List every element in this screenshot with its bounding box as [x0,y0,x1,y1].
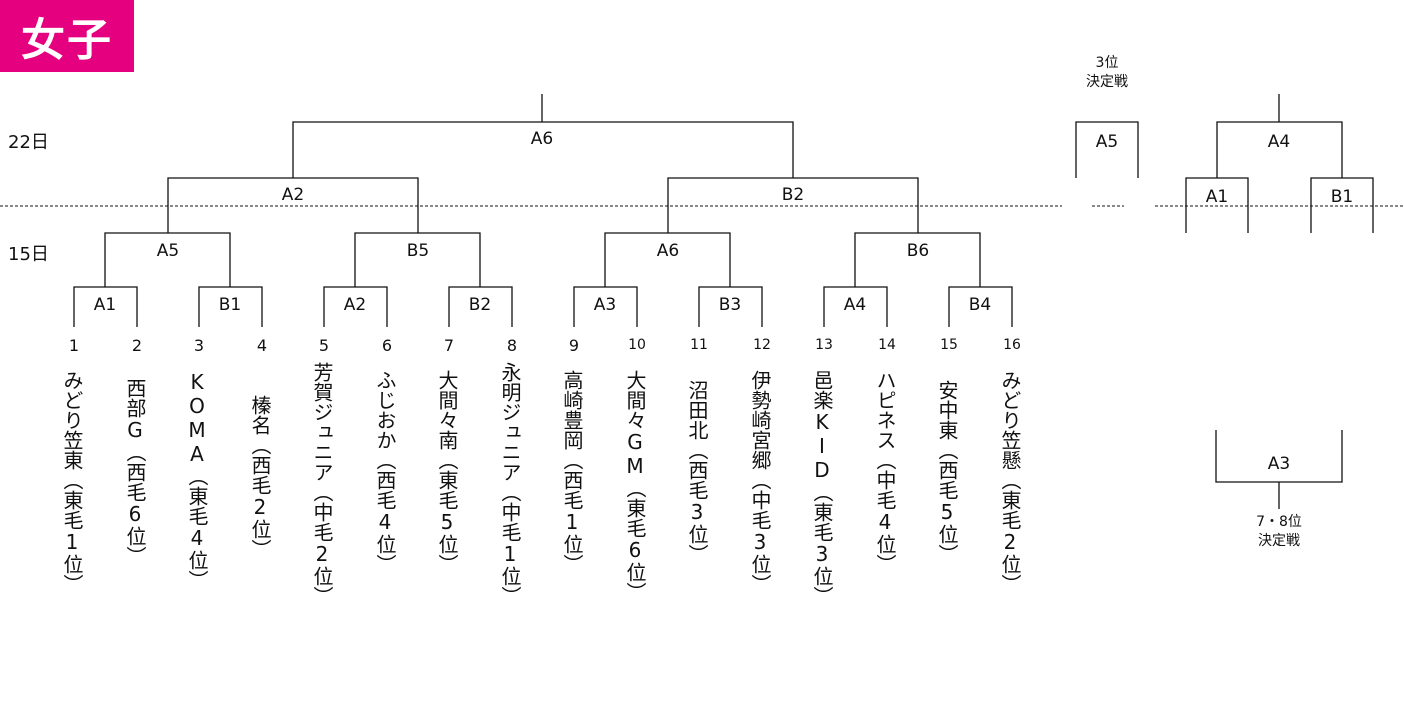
seed-number: 2 [131,336,143,355]
bracket-line [1075,121,1139,178]
seed-number: 15 [940,337,958,353]
match-consolation-semi-2: B1 [1330,187,1354,207]
match-r1-6: B3 [718,295,742,315]
match-r1-4: B2 [468,295,492,315]
seed-number: 7 [443,336,455,355]
seed-number: 11 [690,337,708,353]
match-r1-8: B4 [968,295,992,315]
seed-number: 16 [1003,337,1021,353]
team-name: みどり笠東（東毛1位） [60,370,84,594]
team-name: 永明ジュニア（中毛1位） [498,362,522,606]
team-name: KOMA（東毛4位） [185,370,209,590]
seed-number: 13 [815,337,833,353]
team-name: 大間々GM（東毛6位） [623,370,647,602]
match-quarter-3: A6 [656,241,680,261]
team-name: 伊勢崎宮郷（中毛3位） [748,370,772,594]
match-quarter-2: B5 [406,241,430,261]
seed-number: 10 [628,337,646,353]
third-place-note-line1: 3位 [1095,55,1119,71]
team-name: 邑楽KID（東毛3位） [810,370,834,606]
seed-number: 8 [506,336,518,355]
title-badge: 女子 [0,0,134,72]
match-quarter-4: B6 [906,241,930,261]
match-semi-left: A2 [281,185,305,205]
match-consolation-final: A4 [1267,132,1291,152]
seventh-place-note: 7・8位 決定戦 [1256,513,1302,551]
match-seventh-place: A3 [1267,454,1291,474]
seventh-place-note-line1: 7・8位 [1256,514,1302,530]
bracket-line [292,121,794,178]
seventh-place-note-line2: 決定戦 [1257,533,1300,549]
team-name: 榛名（西毛2位） [248,395,272,559]
team-name: 西部G（西毛6位） [123,378,147,566]
seed-number: 12 [753,337,771,353]
seed-number: 5 [318,336,330,355]
team-name: ふじおか（西毛4位） [373,370,397,574]
day-label-15: 15日 [8,244,49,265]
match-quarter-1: A5 [156,241,180,261]
match-r1-5: A3 [593,295,617,315]
team-name: 大間々南（東毛5位） [435,370,459,574]
seed-number: 9 [568,336,580,355]
match-final: A6 [530,129,554,149]
seed-number: 1 [68,336,80,355]
match-consolation-semi-1: A1 [1205,187,1229,207]
team-name: 安中東（西毛5位） [935,380,959,564]
team-name: 芳賀ジュニア（中毛2位） [310,362,334,606]
third-place-note: 3位 決定戦 [1086,54,1128,92]
day-label-22: 22日 [8,132,49,153]
match-r1-3: A2 [343,295,367,315]
match-third-place: A5 [1095,132,1119,152]
match-semi-right: B2 [781,185,805,205]
match-r1-2: B1 [218,295,242,315]
third-place-note-line2: 決定戦 [1086,74,1128,90]
team-name: 沼田北（西毛3位） [685,380,709,564]
page-title: 女子 [21,15,113,66]
seed-number: 3 [193,336,205,355]
team-name: 高崎豊岡（西毛1位） [560,370,584,574]
match-r1-1: A1 [93,295,117,315]
seed-number: 6 [381,336,393,355]
match-r1-7: A4 [843,295,867,315]
team-name: ハピネス（中毛4位） [873,370,897,574]
team-name: みどり笠懸（東毛2位） [998,370,1022,594]
seed-number: 4 [256,336,268,355]
seed-number: 14 [878,337,896,353]
